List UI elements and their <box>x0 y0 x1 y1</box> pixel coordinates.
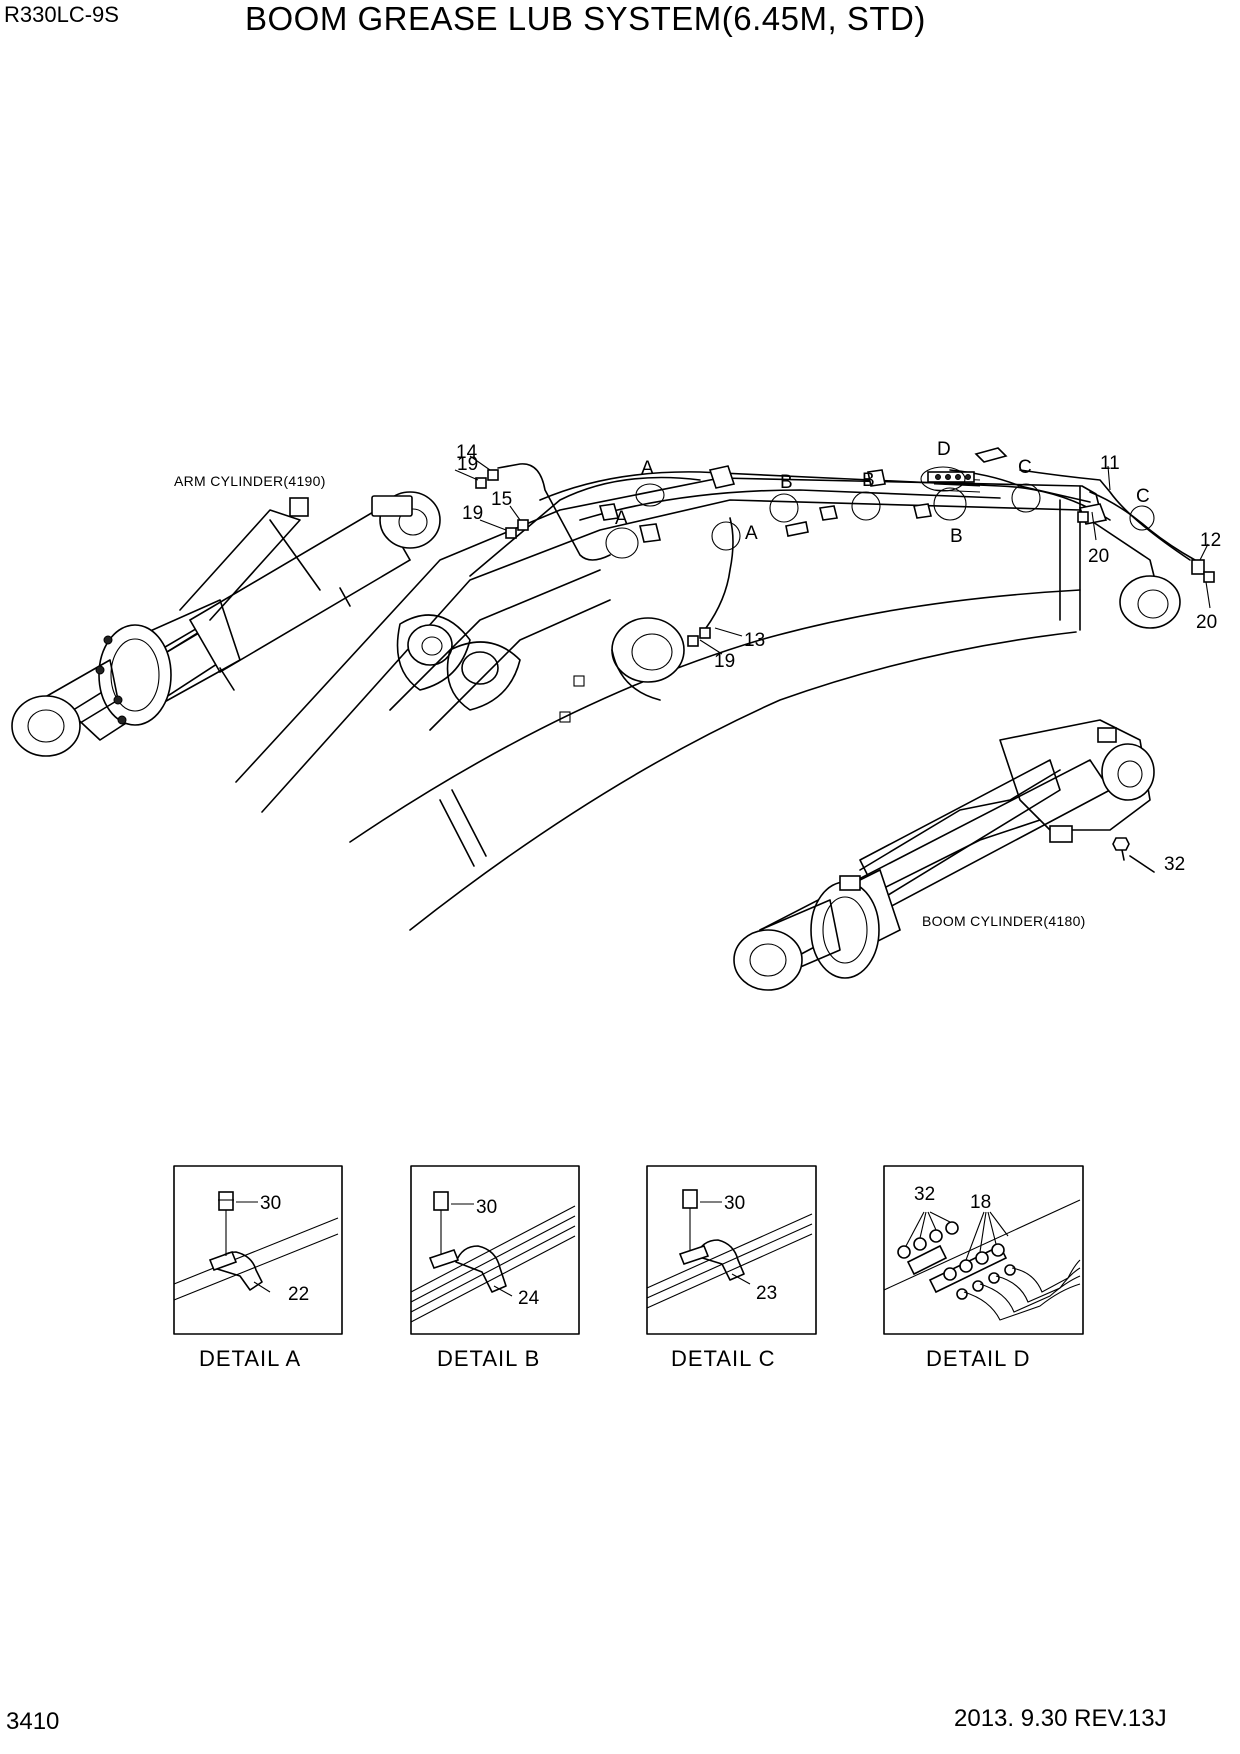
detail-circle <box>769 493 799 523</box>
detail-marker-a: A <box>745 523 758 544</box>
callout-19: 19 <box>457 454 478 475</box>
detail-a-panel: 30 22 DETAIL A <box>173 1165 343 1371</box>
detail-marker-b: B <box>950 526 963 547</box>
detail-marker-circles <box>605 466 1155 559</box>
callout-32: 32 <box>1164 854 1185 875</box>
nipple-fitting <box>1077 511 1089 523</box>
detail-d-callout-18: 18 <box>970 1192 991 1213</box>
arm-cylinder <box>11 491 441 757</box>
detail-c-callout-23: 23 <box>756 1283 777 1304</box>
nipple-fitting <box>475 477 487 489</box>
detail-d-caption: DETAIL D <box>926 1346 1031 1371</box>
detail-a-frame <box>173 1165 343 1335</box>
detail-circle <box>711 521 741 551</box>
detail-marker-d: D <box>937 439 951 460</box>
boom-cylinder-label: BOOM CYLINDER(4180) <box>922 913 1086 929</box>
detail-marker-a: A <box>641 458 654 479</box>
detail-circle <box>1011 483 1041 513</box>
detail-circle <box>635 483 665 507</box>
detail-marker-b: B <box>862 470 875 491</box>
nipple-fitting <box>1191 559 1205 575</box>
detail-c-frame <box>646 1165 817 1335</box>
callout-13: 13 <box>744 630 765 651</box>
nipple-fitting <box>687 635 699 647</box>
nipple-fitting <box>699 627 711 639</box>
detail-d-callout-32: 32 <box>914 1184 935 1205</box>
detail-circle <box>605 527 639 559</box>
detail-circle <box>851 491 881 521</box>
boom-cylinder <box>733 719 1155 991</box>
detail-circle <box>920 466 966 492</box>
detail-c-caption: DETAIL C <box>671 1346 776 1371</box>
detail-a-caption: DETAIL A <box>199 1346 301 1371</box>
detail-c-panel: 30 23 DETAIL C <box>646 1165 817 1371</box>
detail-b-panel: 30 24 DETAIL B <box>410 1165 580 1371</box>
callout-20: 20 <box>1088 546 1109 567</box>
detail-b-callout-30: 30 <box>476 1197 497 1218</box>
detail-b-frame <box>410 1165 580 1335</box>
detail-b-callout-24: 24 <box>518 1288 540 1309</box>
nipple-fitting <box>505 527 517 539</box>
grease-fittings <box>475 469 1215 647</box>
page-number: 3410 <box>6 1708 60 1735</box>
nipple-fitting <box>1203 571 1215 583</box>
leader-lines <box>454 455 1211 655</box>
detail-b-caption: DETAIL B <box>437 1346 540 1371</box>
callout-19: 19 <box>714 651 735 672</box>
detail-a-callout-22: 22 <box>288 1284 309 1305</box>
nipple-fitting <box>487 469 499 481</box>
detail-marker-a: A <box>615 508 628 529</box>
detail-c-callout-30: 30 <box>724 1193 745 1214</box>
detail-circle <box>1129 505 1155 531</box>
detail-circle <box>933 487 967 521</box>
callout-20: 20 <box>1196 612 1217 633</box>
detail-d-frame <box>883 1165 1084 1335</box>
callout-19: 19 <box>462 503 483 524</box>
model-number: R330LC-9S <box>4 2 119 27</box>
detail-d-panel: 32 18 DETAIL D <box>883 1165 1084 1371</box>
callout-12: 12 <box>1200 530 1221 551</box>
callout-11: 11 <box>1100 453 1120 474</box>
callout-14: 14 <box>456 442 478 463</box>
callouts: 19 14 15 19 13 19 11 12 20 20 32 A A A B… <box>174 439 1221 929</box>
detail-marker-c: C <box>1136 486 1150 507</box>
nipple-fitting <box>517 519 529 531</box>
arm-cylinder-label: ARM CYLINDER(4190) <box>174 473 326 489</box>
detail-marker-b: B <box>780 472 793 493</box>
revision-date: 2013. 9.30 REV.13J <box>954 1705 1167 1732</box>
detail-marker-c: C <box>1018 457 1032 478</box>
detail-a-callout-30: 30 <box>260 1193 281 1214</box>
page-title: BOOM GREASE LUB SYSTEM(6.45M, STD) <box>245 0 926 37</box>
callout-15: 15 <box>491 489 512 510</box>
